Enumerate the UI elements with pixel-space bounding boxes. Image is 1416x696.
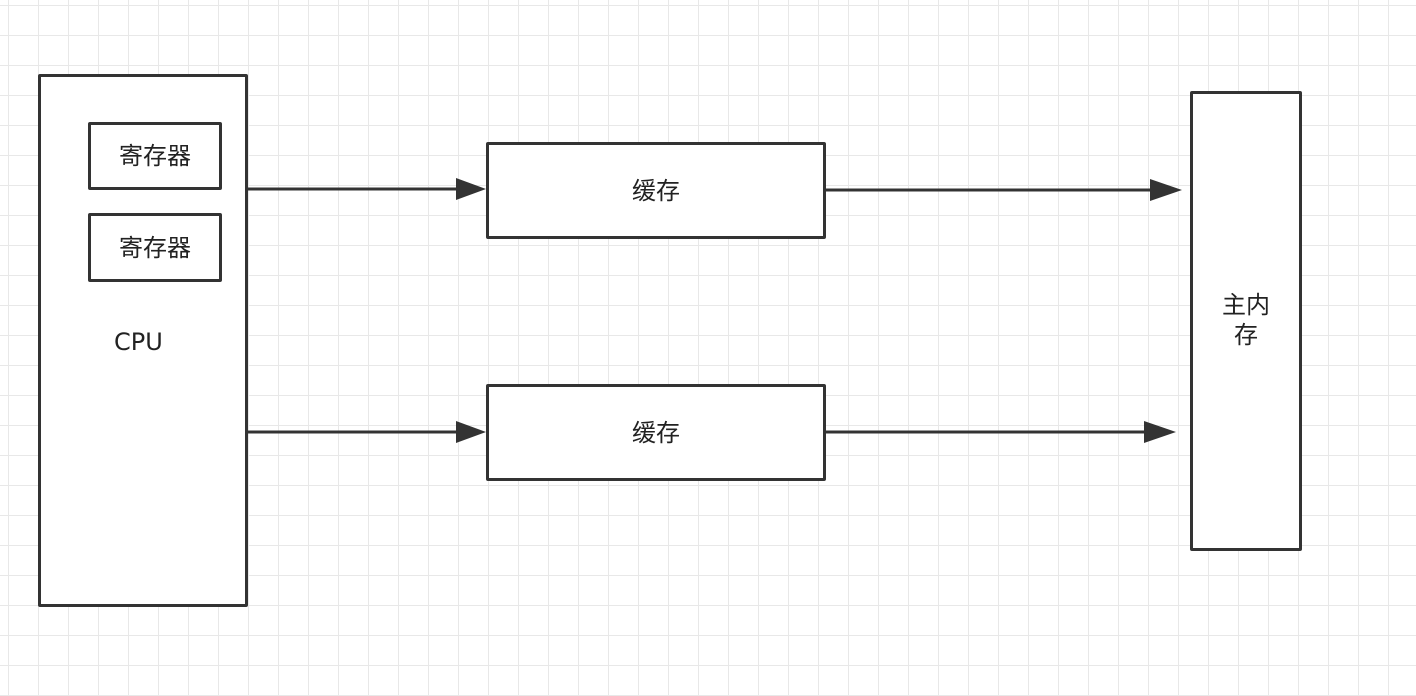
arrow-cpu-to-cache-top (248, 178, 486, 200)
arrow-cache-top-to-memory (826, 179, 1182, 201)
register-box-1: 寄存器 (88, 122, 222, 190)
arrow-cache-bottom-to-memory (826, 421, 1176, 443)
cache-label-top: 缓存 (632, 176, 680, 205)
register-label-2: 寄存器 (119, 233, 191, 262)
arrow-cpu-to-cache-bottom (248, 421, 486, 443)
cache-box-top: 缓存 (486, 142, 826, 239)
main-memory-label: 主内存 (1222, 291, 1270, 349)
main-memory-block: 主内存 (1190, 91, 1302, 551)
cpu-label: CPU (114, 328, 163, 356)
register-label-1: 寄存器 (119, 142, 191, 170)
cache-box-bottom: 缓存 (486, 384, 826, 481)
cache-label-bottom: 缓存 (632, 418, 680, 447)
register-box-2: 寄存器 (88, 213, 222, 282)
